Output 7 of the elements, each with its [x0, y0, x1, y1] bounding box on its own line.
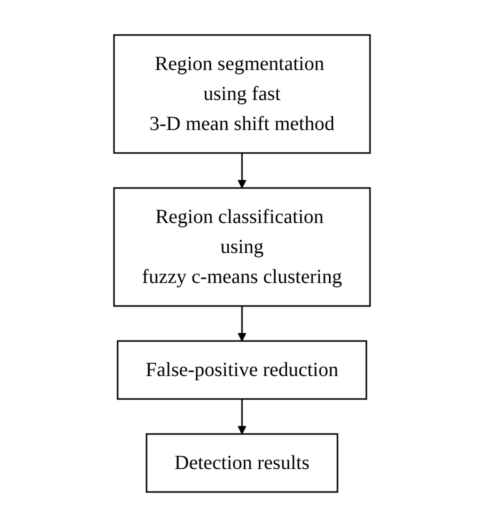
arrow	[237, 152, 246, 188]
node-box: Region segmentation using fast 3-D mean shift method	[112, 34, 370, 154]
node-box: False-positive reduction	[116, 340, 367, 400]
node-box: Region classification using fuzzy c-means clustering	[112, 186, 370, 306]
arrow	[237, 306, 246, 341]
node-box: Detection results	[145, 432, 338, 492]
arrow	[237, 398, 246, 434]
